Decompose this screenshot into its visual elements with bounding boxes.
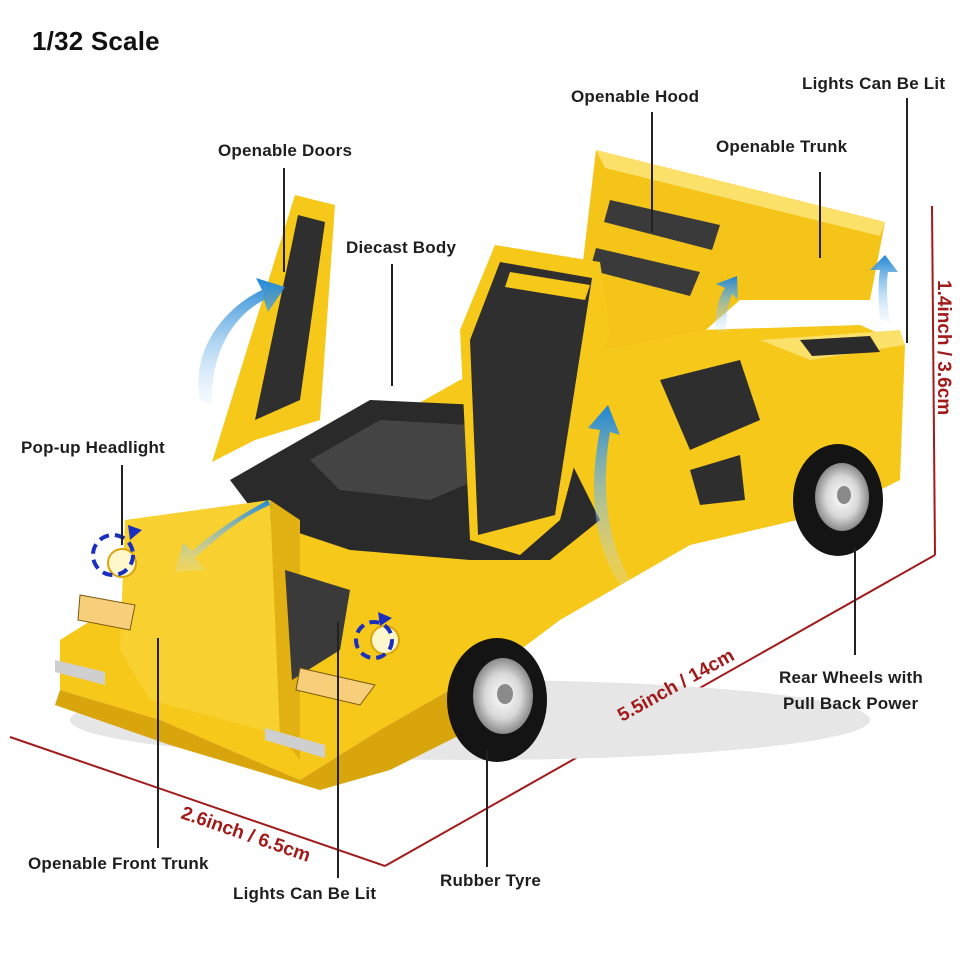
callout-leader-lines bbox=[121, 98, 908, 878]
front-trunk-arrow bbox=[175, 500, 270, 572]
callout-rubber-tyre: Rubber Tyre bbox=[440, 871, 542, 890]
trunk-arrow bbox=[870, 255, 898, 322]
right-headlight-ring-arrowhead bbox=[378, 612, 392, 626]
callout-front-trunk: Openable Front Trunk bbox=[28, 854, 209, 873]
callout-openable-trunk: Openable Trunk bbox=[716, 137, 848, 156]
callout-lights-front: Lights Can Be Lit bbox=[233, 884, 377, 903]
callout-rear-wheels-line1: Rear Wheels with bbox=[779, 668, 923, 687]
hood-arrow bbox=[715, 276, 738, 332]
headlight-indicators bbox=[91, 533, 394, 660]
callout-openable-doors: Openable Doors bbox=[218, 141, 353, 160]
left-headlight-ring-arrowhead bbox=[128, 525, 142, 540]
width-dimension-line bbox=[9, 736, 386, 867]
motion-arrows bbox=[175, 255, 898, 585]
door-arrow-right bbox=[588, 405, 630, 585]
callout-lights-rear: Lights Can Be Lit bbox=[802, 74, 946, 93]
rear-wheel bbox=[793, 444, 883, 556]
height-dimension-line bbox=[931, 205, 936, 556]
door-arrow-left bbox=[198, 278, 285, 405]
callout-rear-wheels-line2: Pull Back Power bbox=[783, 694, 919, 713]
left-headlight-ring bbox=[91, 533, 135, 577]
callout-diecast-body: Diecast Body bbox=[346, 238, 457, 257]
scale-title: 1/32 Scale bbox=[32, 26, 160, 56]
height-dimension-label: 1.4inch / 3.6cm bbox=[933, 280, 954, 415]
callout-openable-hood: Openable Hood bbox=[571, 87, 700, 106]
car-body bbox=[55, 325, 905, 790]
left-door bbox=[212, 195, 335, 462]
right-door bbox=[460, 245, 610, 555]
right-headlight-ring bbox=[354, 620, 394, 660]
callout-popup-headlight: Pop-up Headlight bbox=[21, 438, 165, 457]
front-wheel bbox=[447, 638, 547, 762]
